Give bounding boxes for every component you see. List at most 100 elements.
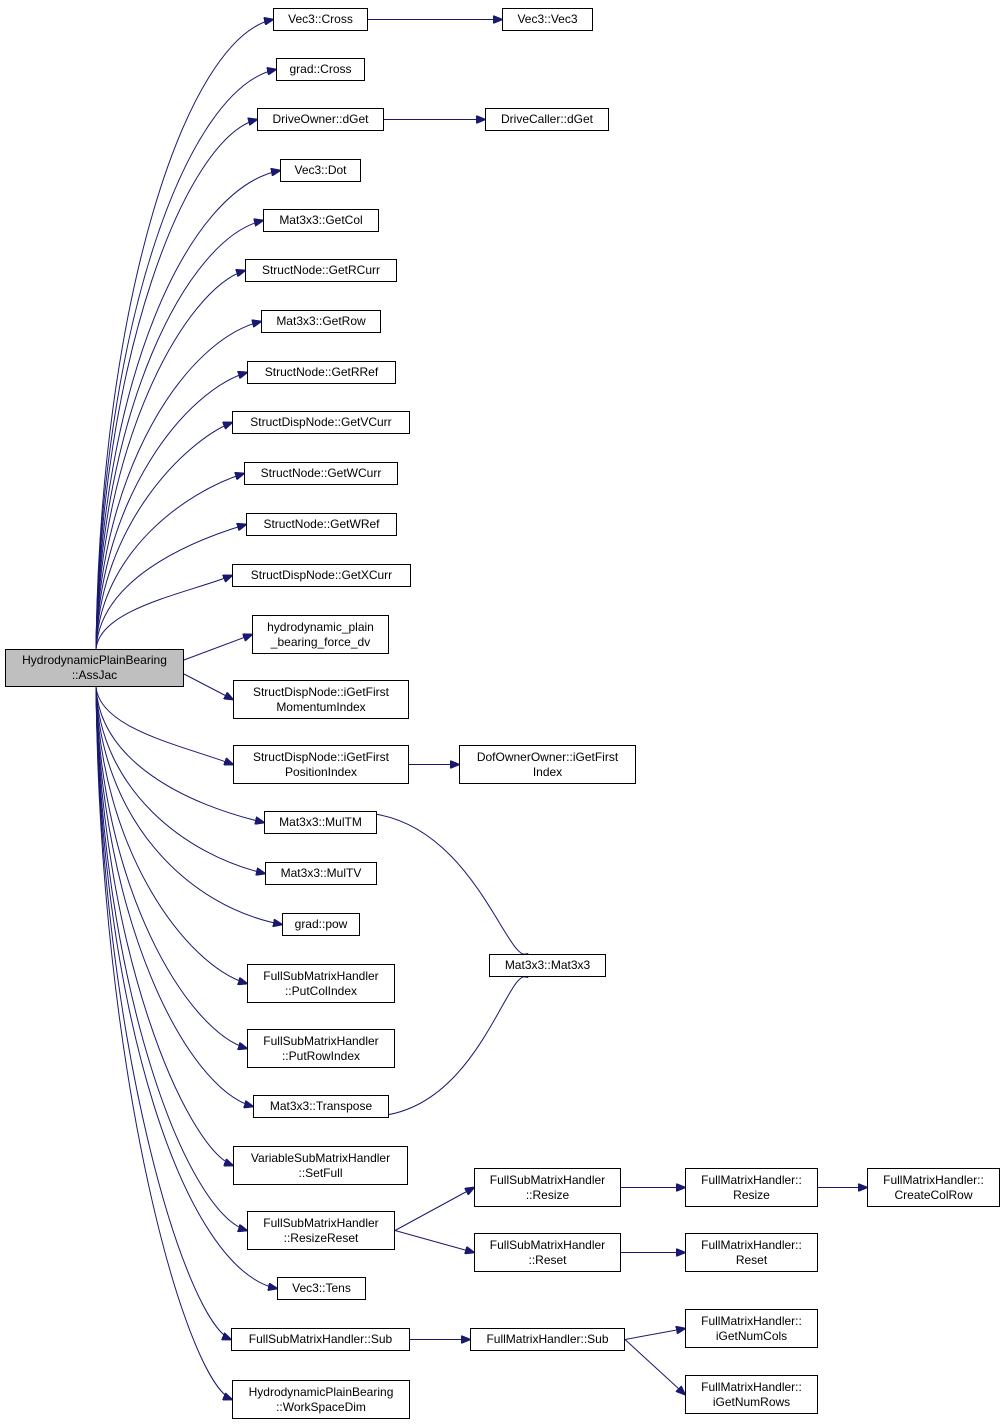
node-hydrodynamicplainbearing-workspacedim[interactable]: HydrodynamicPlainBearing::WorkSpaceDim xyxy=(232,1380,410,1419)
node-label-line: FullMatrixHandler:: xyxy=(701,1313,802,1328)
node-label-line: FullMatrixHandler:: xyxy=(701,1237,802,1252)
node-label-line: CreateColRow xyxy=(894,1187,973,1202)
node-fullsubmatrixhandler-resizereset[interactable]: FullSubMatrixHandler::ResizeReset xyxy=(247,1211,395,1250)
node-label-line: FullMatrixHandler::Sub xyxy=(486,1332,609,1346)
node-mat3x3-multv[interactable]: Mat3x3::MulTV xyxy=(265,862,377,885)
edge-root-to-mat_transpose xyxy=(95,686,253,1107)
node-label-line: Vec3::Vec3 xyxy=(517,12,578,26)
node-label-line: grad::Cross xyxy=(289,62,352,76)
node-label-line: DriveCaller::dGet xyxy=(500,112,594,126)
node-vec3-cross[interactable]: Vec3::Cross xyxy=(273,8,368,31)
node-fullsubmatrixhandler-putrowindex[interactable]: FullSubMatrixHandler::PutRowIndex xyxy=(247,1029,395,1068)
edge-root-to-sdn_getvcurr xyxy=(95,423,232,650)
node-label-line: Reset xyxy=(735,1252,768,1267)
node-label-line: MomentumIndex xyxy=(276,699,366,714)
node-label-line: FullSubMatrixHandler xyxy=(489,1172,606,1187)
edge-root-to-sn_getrref xyxy=(95,373,247,650)
edge-root-to-hpb_force_dv xyxy=(183,635,252,661)
node-fullmatrixhandler-resize[interactable]: FullMatrixHandler::Resize xyxy=(685,1168,818,1207)
node-hydrodynamic-plain-bearing-force-dv[interactable]: hydrodynamic_plain_bearing_force_dv xyxy=(252,615,389,654)
node-label-line: Mat3x3::GetRow xyxy=(276,314,366,328)
node-structdispnode-getxcurr[interactable]: StructDispNode::GetXCurr xyxy=(232,564,411,587)
node-fullsubmatrixhandler-resize[interactable]: FullSubMatrixHandler::Resize xyxy=(474,1168,621,1207)
node-label-line: StructNode::GetRCurr xyxy=(261,263,381,277)
node-driveowner-dget[interactable]: DriveOwner::dGet xyxy=(257,108,384,131)
node-label-line: VariableSubMatrixHandler xyxy=(250,1150,391,1165)
node-grad-cross[interactable]: grad::Cross xyxy=(276,58,365,81)
node-grad-pow[interactable]: grad::pow xyxy=(282,913,360,936)
edge-fmh_sub-to-fmh_igetnumrows xyxy=(624,1339,685,1395)
edge-root-to-grad_pow xyxy=(95,686,282,925)
node-label-line: Vec3::Dot xyxy=(294,163,347,177)
edge-mat_multm-to-mat_mat3x3 xyxy=(366,812,528,955)
node-label-line: StructDispNode::iGetFirst xyxy=(252,684,390,699)
node-label-line: DofOwnerOwner::iGetFirst xyxy=(476,749,619,764)
node-drivecaller-dget[interactable]: DriveCaller::dGet xyxy=(485,108,609,131)
node-label-line: Vec3::Tens xyxy=(292,1281,351,1295)
node-label-line: PositionIndex xyxy=(284,764,358,779)
edge-root-to-vec3_dot xyxy=(95,171,280,650)
node-label-line: grad::pow xyxy=(294,917,348,931)
edge-root-to-fsmh_putcolindex xyxy=(95,686,247,984)
node-label-line: FullSubMatrixHandler xyxy=(489,1237,606,1252)
node-label-line: Mat3x3::Transpose xyxy=(269,1099,373,1113)
node-fullmatrixhandler-sub[interactable]: FullMatrixHandler::Sub xyxy=(470,1328,625,1351)
node-fullsubmatrixhandler-sub[interactable]: FullSubMatrixHandler::Sub xyxy=(231,1328,410,1351)
node-structnode-getrref[interactable]: StructNode::GetRRef xyxy=(247,361,396,384)
node-label-line: Mat3x3::GetCol xyxy=(279,213,363,227)
node-label-line: FullMatrixHandler:: xyxy=(701,1172,802,1187)
node-structnode-getrcurr[interactable]: StructNode::GetRCurr xyxy=(245,259,397,282)
node-mat3x3-getcol[interactable]: Mat3x3::GetCol xyxy=(263,209,379,232)
node-label-line: HydrodynamicPlainBearing xyxy=(22,653,167,667)
node-fullmatrixhandler-igetnumrows[interactable]: FullMatrixHandler::iGetNumRows xyxy=(685,1375,818,1414)
edge-root-to-sn_getwref xyxy=(95,525,246,650)
node-label-line: ::PutRowIndex xyxy=(281,1048,361,1063)
node-label-line: StructNode::GetWRef xyxy=(263,517,380,531)
node-label-line: ::Resize xyxy=(525,1187,570,1202)
node-label-line: ::WorkSpaceDim xyxy=(276,1399,366,1414)
node-structnode-getwcurr[interactable]: StructNode::GetWCurr xyxy=(244,462,398,485)
node-fullmatrixhandler-igetnumcols[interactable]: FullMatrixHandler::iGetNumCols xyxy=(685,1309,818,1348)
node-structnode-getwref[interactable]: StructNode::GetWRef xyxy=(246,513,397,536)
edge-root-to-vsmh_setfull xyxy=(95,686,233,1166)
edge-root-to-sn_getrcurr xyxy=(95,271,245,650)
edge-root-to-hpb_workspacedim xyxy=(95,686,232,1400)
node-label-line: iGetNumCols xyxy=(715,1328,788,1343)
node-label-line: FullMatrixHandler:: xyxy=(883,1172,984,1187)
node-label-line: FullMatrixHandler:: xyxy=(701,1379,802,1394)
node-vec3-vec3[interactable]: Vec3::Vec3 xyxy=(502,8,593,31)
node-label-line: Mat3x3::MulTM xyxy=(279,815,362,829)
node-vec3-tens[interactable]: Vec3::Tens xyxy=(277,1277,366,1300)
node-mat3x3-getrow[interactable]: Mat3x3::GetRow xyxy=(261,310,381,333)
edge-fsmh_resizereset-to-fsmh_resize xyxy=(394,1188,474,1231)
node-variablesubmatrixhandler-setfull[interactable]: VariableSubMatrixHandler::SetFull xyxy=(233,1146,408,1185)
node-root-assjac[interactable]: HydrodynamicPlainBearing::AssJac xyxy=(5,649,184,687)
node-fullmatrixhandler-reset[interactable]: FullMatrixHandler::Reset xyxy=(685,1233,818,1272)
node-label-line: Mat3x3::Mat3x3 xyxy=(504,958,591,972)
node-fullsubmatrixhandler-putcolindex[interactable]: FullSubMatrixHandler::PutColIndex xyxy=(247,964,395,1003)
edge-fmh_sub-to-fmh_igetnumcols xyxy=(624,1329,685,1340)
node-label-line: StructNode::GetRRef xyxy=(264,365,379,379)
edge-root-to-fsmh_sub xyxy=(95,686,231,1340)
node-fullsubmatrixhandler-reset[interactable]: FullSubMatrixHandler::Reset xyxy=(474,1233,621,1272)
node-mat3x3-transpose[interactable]: Mat3x3::Transpose xyxy=(253,1095,389,1118)
node-structdispnode-getvcurr[interactable]: StructDispNode::GetVCurr xyxy=(232,411,410,434)
node-label-line: StructDispNode::GetVCurr xyxy=(250,415,392,429)
node-label-line: Index xyxy=(532,764,563,779)
node-fullmatrixhandler-createcolrow[interactable]: FullMatrixHandler::CreateColRow xyxy=(867,1168,1000,1207)
node-label-line: StructDispNode::GetXCurr xyxy=(250,568,393,582)
node-mat3x3-multm[interactable]: Mat3x3::MulTM xyxy=(264,811,377,834)
edge-root-to-sdn_igetfirstmom xyxy=(183,673,233,700)
node-mat3x3-mat3x3[interactable]: Mat3x3::Mat3x3 xyxy=(489,954,606,977)
edge-mat_transpose-to-mat_mat3x3 xyxy=(378,976,528,1117)
node-label-line: ::SetFull xyxy=(298,1165,343,1180)
edge-root-to-sdn_igetfirstpos xyxy=(95,686,233,765)
edge-root-to-driveowner_dget xyxy=(95,120,257,650)
node-vec3-dot[interactable]: Vec3::Dot xyxy=(280,159,361,182)
node-label-line: Resize xyxy=(733,1187,770,1202)
